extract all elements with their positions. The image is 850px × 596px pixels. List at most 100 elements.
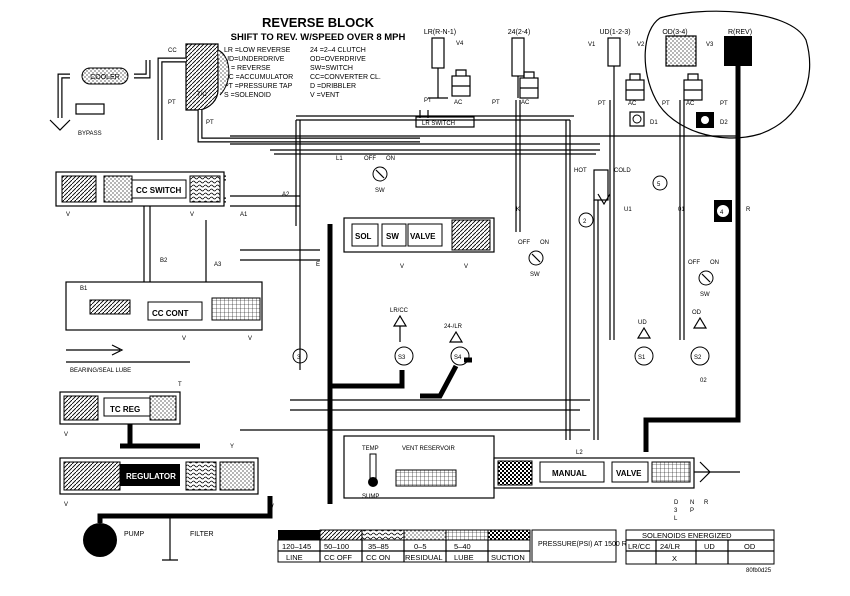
pressure-switch-2: OFF ON SW bbox=[518, 240, 549, 278]
svg-text:01: 01 bbox=[678, 207, 685, 213]
svg-text:R = REVERSE: R = REVERSE bbox=[224, 65, 271, 72]
svg-text:AC: AC bbox=[686, 101, 695, 107]
svg-text:OFF: OFF bbox=[688, 260, 700, 266]
svg-text:SW: SW bbox=[375, 188, 385, 194]
svg-text:OD=OVERDRIVE: OD=OVERDRIVE bbox=[310, 56, 366, 63]
svg-text:24-/LR: 24-/LR bbox=[444, 324, 463, 330]
svg-text:OFF: OFF bbox=[518, 240, 530, 246]
ball-check-5: 5 01 bbox=[652, 175, 685, 213]
svg-text:MANUAL: MANUAL bbox=[552, 469, 587, 478]
svg-text:24(2-4): 24(2-4) bbox=[508, 29, 531, 36]
svg-text:OD(3-4): OD(3-4) bbox=[662, 29, 687, 36]
svg-text:CC OFF: CC OFF bbox=[324, 553, 352, 562]
svg-text:4: 4 bbox=[720, 210, 724, 216]
svg-text:S1: S1 bbox=[638, 355, 646, 361]
svg-text:AC: AC bbox=[454, 100, 463, 106]
svg-text:SUCTION: SUCTION bbox=[491, 553, 525, 562]
svg-text:D: D bbox=[674, 500, 679, 506]
svg-text:PT =PRESSURE TAP: PT =PRESSURE TAP bbox=[224, 83, 293, 90]
svg-text:T: T bbox=[178, 382, 182, 388]
svg-text:3: 3 bbox=[297, 355, 301, 361]
svg-text:02: 02 bbox=[700, 378, 707, 384]
svg-text:V3: V3 bbox=[706, 42, 714, 48]
svg-text:V: V bbox=[190, 212, 194, 218]
svg-text:VALVE: VALVE bbox=[410, 232, 436, 241]
svg-text:AC: AC bbox=[521, 100, 530, 106]
cooler-circuit: COOLER BYPASS CC T/C PT PT bbox=[49, 43, 420, 143]
svg-text:5–40: 5–40 bbox=[454, 542, 471, 551]
svg-text:UD=UNDERDRIVE: UD=UNDERDRIVE bbox=[224, 56, 285, 63]
svg-text:SW: SW bbox=[386, 232, 399, 241]
svg-text:X: X bbox=[672, 554, 677, 563]
svg-text:OD: OD bbox=[744, 542, 756, 551]
svg-text:24/LR: 24/LR bbox=[660, 542, 681, 551]
svg-text:LR SWITCH: LR SWITCH bbox=[422, 121, 455, 127]
svg-text:T/C: T/C bbox=[197, 92, 207, 98]
svg-text:V: V bbox=[400, 264, 404, 270]
svg-text:A3: A3 bbox=[214, 262, 222, 268]
solenoid-s2: OD S2 02 bbox=[690, 310, 710, 384]
filter: FILTER bbox=[162, 516, 214, 561]
svg-text:PT: PT bbox=[720, 101, 728, 107]
svg-text:L2: L2 bbox=[576, 450, 583, 456]
svg-text:L: L bbox=[674, 516, 678, 522]
svg-text:SUMP: SUMP bbox=[362, 494, 379, 500]
svg-text:LINE: LINE bbox=[286, 553, 303, 562]
clutch-elements: LR(R-N-1) 24(2-4) UD(1-2-3) OD(3-4) R(RE… bbox=[424, 29, 752, 128]
svg-text:S4: S4 bbox=[454, 355, 462, 361]
accumulator-od: AC bbox=[683, 73, 703, 107]
svg-text:R(REV): R(REV) bbox=[728, 29, 752, 36]
svg-text:120–145: 120–145 bbox=[282, 542, 311, 551]
svg-text:AC =ACCUMULATOR: AC =ACCUMULATOR bbox=[224, 74, 293, 81]
cc-control-valve: CC CONT B1 B2 A3 A2 V V BEARING/SEAL LUB… bbox=[65, 192, 290, 374]
svg-text:S2: S2 bbox=[694, 355, 702, 361]
diagram-subtitle: SHIFT TO REV. W/SPEED OVER 8 MPH bbox=[231, 32, 406, 43]
tc-regulator-valve: TC REG T V bbox=[59, 382, 182, 438]
thermal-valve: HOT COLD 2 U1 bbox=[574, 168, 632, 228]
svg-text:V: V bbox=[464, 264, 468, 270]
svg-text:SW: SW bbox=[530, 272, 540, 278]
svg-text:ON: ON bbox=[540, 240, 549, 246]
pressure-switch-3: OFF ON SW bbox=[688, 260, 719, 298]
svg-text:V =VENT: V =VENT bbox=[310, 92, 340, 99]
svg-text:Y: Y bbox=[230, 444, 234, 450]
svg-text:V: V bbox=[64, 432, 68, 438]
svg-text:D2: D2 bbox=[720, 120, 728, 126]
svg-text:A2: A2 bbox=[282, 192, 290, 198]
svg-text:P: P bbox=[690, 508, 694, 514]
sump: TEMP SUMP VENT RESERVOIR bbox=[343, 435, 495, 500]
svg-text:LR =LOW REVERSE: LR =LOW REVERSE bbox=[224, 47, 291, 54]
svg-text:PT: PT bbox=[206, 120, 214, 126]
svg-text:PT: PT bbox=[424, 98, 432, 104]
svg-text:VALVE: VALVE bbox=[616, 469, 642, 478]
dribbler-d1: D1 bbox=[629, 111, 658, 127]
svg-text:REGULATOR: REGULATOR bbox=[126, 472, 176, 481]
svg-text:3: 3 bbox=[674, 508, 678, 514]
svg-text:PT: PT bbox=[168, 100, 176, 106]
accumulator-24: AC bbox=[519, 71, 539, 106]
svg-text:SW=SWITCH: SW=SWITCH bbox=[310, 65, 353, 72]
svg-text:LR(R-N-1): LR(R-N-1) bbox=[424, 29, 456, 36]
svg-text:OD: OD bbox=[692, 310, 702, 316]
svg-text:COOLER: COOLER bbox=[90, 74, 120, 81]
svg-text:N: N bbox=[690, 500, 694, 506]
svg-text:UD: UD bbox=[704, 542, 715, 551]
svg-text:UD(1-2-3): UD(1-2-3) bbox=[599, 29, 630, 36]
svg-text:COLD: COLD bbox=[614, 168, 631, 174]
svg-text:50–100: 50–100 bbox=[324, 542, 349, 551]
svg-text:FILTER: FILTER bbox=[190, 531, 214, 538]
pump: PUMP bbox=[83, 523, 145, 557]
svg-text:TEMP: TEMP bbox=[362, 446, 379, 452]
svg-text:V4: V4 bbox=[456, 41, 464, 47]
svg-text:SOLENOIDS ENERGIZED: SOLENOIDS ENERGIZED bbox=[642, 531, 732, 540]
pressure-legend: 120–145 50–100 35–85 0–5 5–40 LINE CC OF… bbox=[277, 529, 637, 563]
svg-text:5: 5 bbox=[657, 182, 661, 188]
hand-drawn-circle bbox=[644, 10, 811, 139]
svg-text:24 =2–4 CLUTCH: 24 =2–4 CLUTCH bbox=[310, 47, 366, 54]
svg-text:0–5: 0–5 bbox=[414, 542, 427, 551]
svg-text:ON: ON bbox=[386, 156, 395, 162]
svg-text:V: V bbox=[66, 212, 70, 218]
svg-text:35–85: 35–85 bbox=[368, 542, 389, 551]
svg-text:CC CONT: CC CONT bbox=[152, 309, 189, 318]
